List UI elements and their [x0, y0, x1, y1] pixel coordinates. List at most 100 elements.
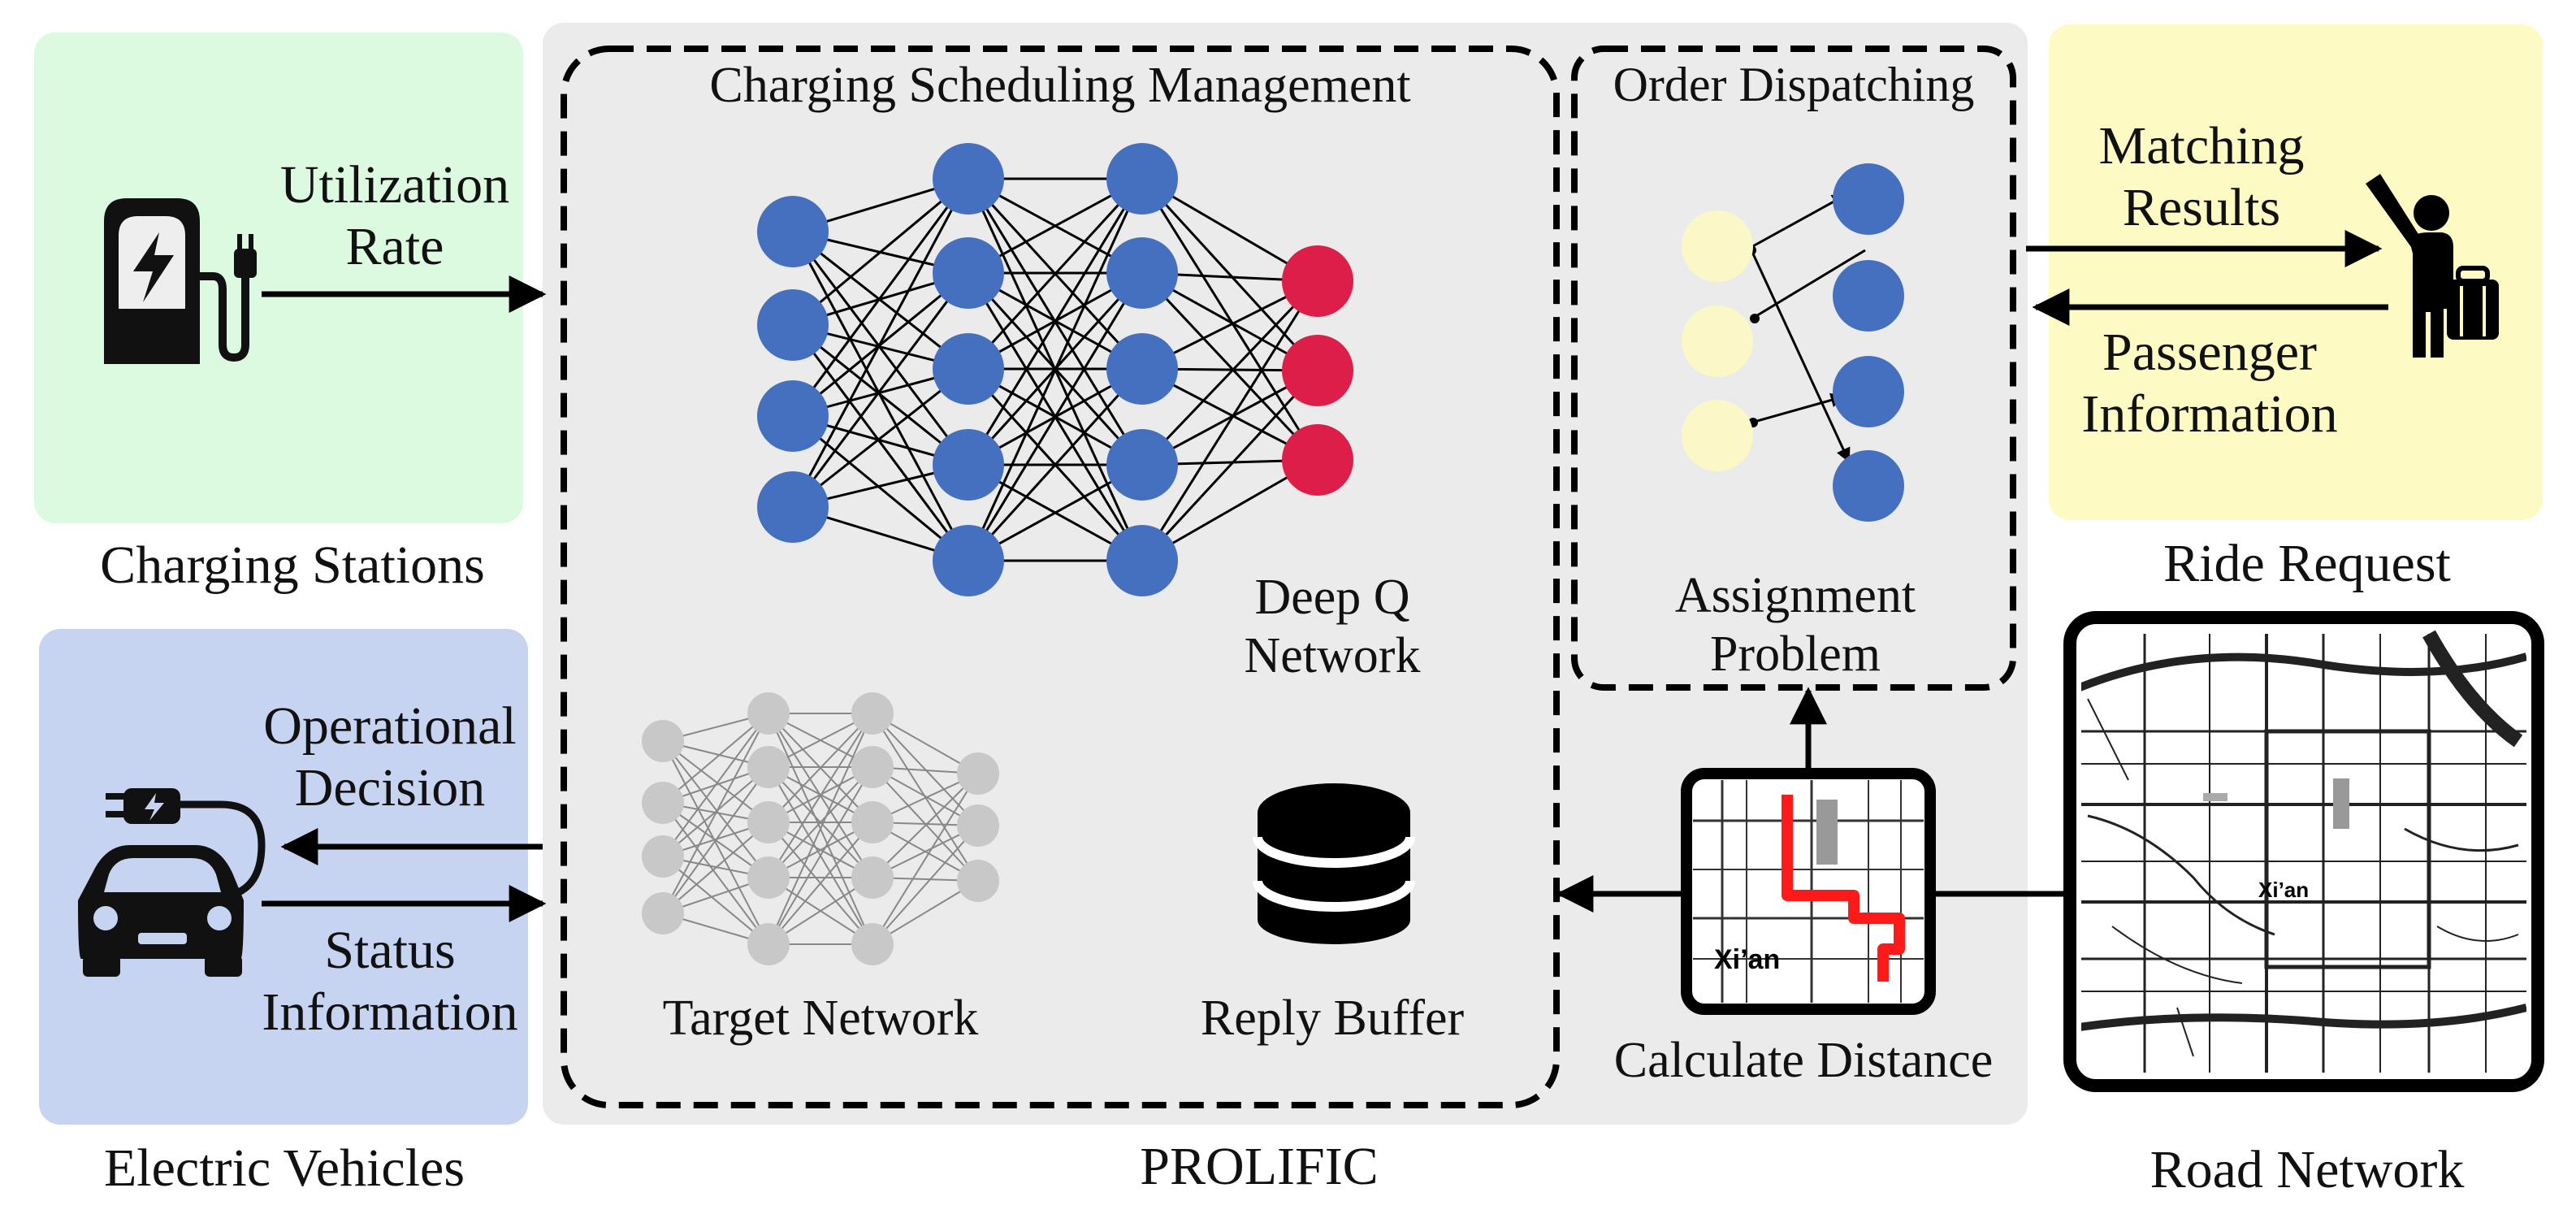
target-network-edge	[872, 773, 979, 878]
deep-q-network-icon	[757, 143, 1353, 596]
target-network-node	[642, 892, 684, 934]
dqn-edge	[1141, 280, 1319, 561]
ride-request-title: Ride Request	[2163, 534, 2451, 593]
target-network-node	[747, 746, 790, 788]
assignment-left-node	[1682, 400, 1753, 471]
assignment-problem-label-2: Problem	[1709, 627, 1881, 682]
dqn-edge	[1141, 271, 1319, 462]
target-network-edge	[662, 740, 769, 945]
road-network-title: Road Network	[2150, 1140, 2465, 1199]
utilization-rate-label-1: Utilization	[279, 155, 510, 215]
dqn-node	[1106, 237, 1178, 309]
electric-vehicles-title: Electric Vehicles	[103, 1138, 465, 1198]
assignment-right-node	[1833, 450, 1904, 522]
target-network-node	[851, 923, 894, 965]
small-map-text: Xi’an	[1714, 944, 1780, 975]
target-network-node	[642, 720, 684, 762]
dqn-edge	[1141, 280, 1319, 466]
charging-stations-title: Charging Stations	[100, 535, 485, 595]
prolific-title: PROLIFIC	[1140, 1137, 1379, 1196]
dqn-node	[1106, 143, 1178, 215]
target-network-edge	[662, 713, 769, 804]
electric-car-plug-icon	[78, 788, 266, 977]
target-network-edge	[662, 740, 769, 823]
charging-scheduling-title: Charging Scheduling Management	[709, 58, 1411, 113]
dqn-node	[757, 289, 829, 361]
target-network-edge	[662, 713, 769, 857]
dqn-node	[933, 429, 1004, 501]
assignment-right-node	[1833, 260, 1904, 332]
dqn-edge	[791, 178, 970, 508]
dqn-edge	[791, 324, 970, 561]
reply-buffer-label: Reply Buffer	[1200, 991, 1465, 1046]
dqn-node	[757, 196, 829, 267]
target-network-node	[851, 692, 894, 735]
passenger-with-luggage-icon	[2366, 174, 2499, 358]
dqn-node	[1106, 525, 1178, 596]
ev-charging-station-icon	[104, 198, 257, 364]
dqn-edge	[792, 323, 969, 466]
target-network-edge	[662, 713, 769, 914]
target-network-node	[957, 804, 999, 847]
city-road-map-icon	[2063, 611, 2544, 1092]
target-network-edge	[662, 740, 769, 878]
deep-q-network-label-2: Network	[1244, 628, 1421, 683]
dqn-node	[1282, 424, 1353, 496]
target-network-edge	[768, 822, 873, 945]
target-network-edges	[662, 713, 979, 945]
dqn-node	[933, 333, 1004, 405]
operational-decision-label-1: Operational	[263, 696, 517, 756]
dqn-node	[1106, 333, 1178, 405]
dqn-edge	[1141, 177, 1319, 372]
target-network-node	[747, 801, 790, 843]
target-network-icon	[642, 692, 999, 965]
deep-q-network-edges	[791, 177, 1319, 562]
dqn-edge	[967, 177, 1144, 371]
assignment-graph	[1682, 163, 1904, 522]
dqn-edge	[967, 178, 1144, 561]
target-network-edge	[662, 822, 769, 914]
dqn-node	[933, 525, 1004, 596]
dqn-node	[1282, 245, 1353, 317]
dqn-edge	[967, 178, 1144, 466]
target-network-node	[851, 801, 894, 843]
target-network-label: Target Network	[662, 991, 979, 1046]
dqn-edge	[967, 272, 1144, 561]
dqn-node	[1106, 429, 1178, 501]
dqn-edge	[1141, 369, 1319, 562]
status-information-label-2: Information	[262, 982, 518, 1042]
target-network-node	[747, 856, 790, 899]
matching-results-label-1: Matching	[2098, 116, 2305, 176]
dqn-node	[757, 471, 829, 543]
dqn-edge	[1141, 178, 1319, 461]
target-network-edge	[662, 856, 769, 945]
matching-results-label-2: Results	[2122, 178, 2281, 237]
dqn-node	[933, 143, 1004, 215]
passenger-information-label-2: Information	[2081, 384, 2338, 444]
target-network-node	[957, 860, 999, 902]
target-network-edge	[662, 802, 769, 945]
target-network-node	[747, 923, 790, 965]
assignment-left-node	[1682, 210, 1753, 282]
passenger-information-label-1: Passenger	[2102, 323, 2317, 382]
target-network-edge	[662, 766, 769, 914]
target-network-node	[957, 752, 999, 795]
target-network-edge	[768, 713, 873, 823]
road-map-text: Xi’an	[2258, 878, 2309, 902]
status-information-label-1: Status	[324, 921, 456, 980]
target-network-edge	[768, 713, 873, 945]
target-network-edge	[768, 766, 873, 878]
target-network-node	[642, 835, 684, 878]
dqn-edge	[791, 178, 970, 417]
utilization-rate-label-2: Rate	[345, 217, 444, 276]
assignment-problem-label-1: Assignment	[1674, 568, 1916, 623]
deep-q-network-label-1: Deep Q	[1254, 570, 1410, 625]
target-network-node	[747, 692, 790, 735]
operational-decision-label-2: Decision	[294, 758, 486, 817]
target-network-node	[851, 746, 894, 788]
calculate-distance-label: Calculate Distance	[1613, 1033, 1994, 1088]
dqn-node	[933, 237, 1004, 309]
order-dispatching-title: Order Dispatching	[1613, 58, 1975, 111]
